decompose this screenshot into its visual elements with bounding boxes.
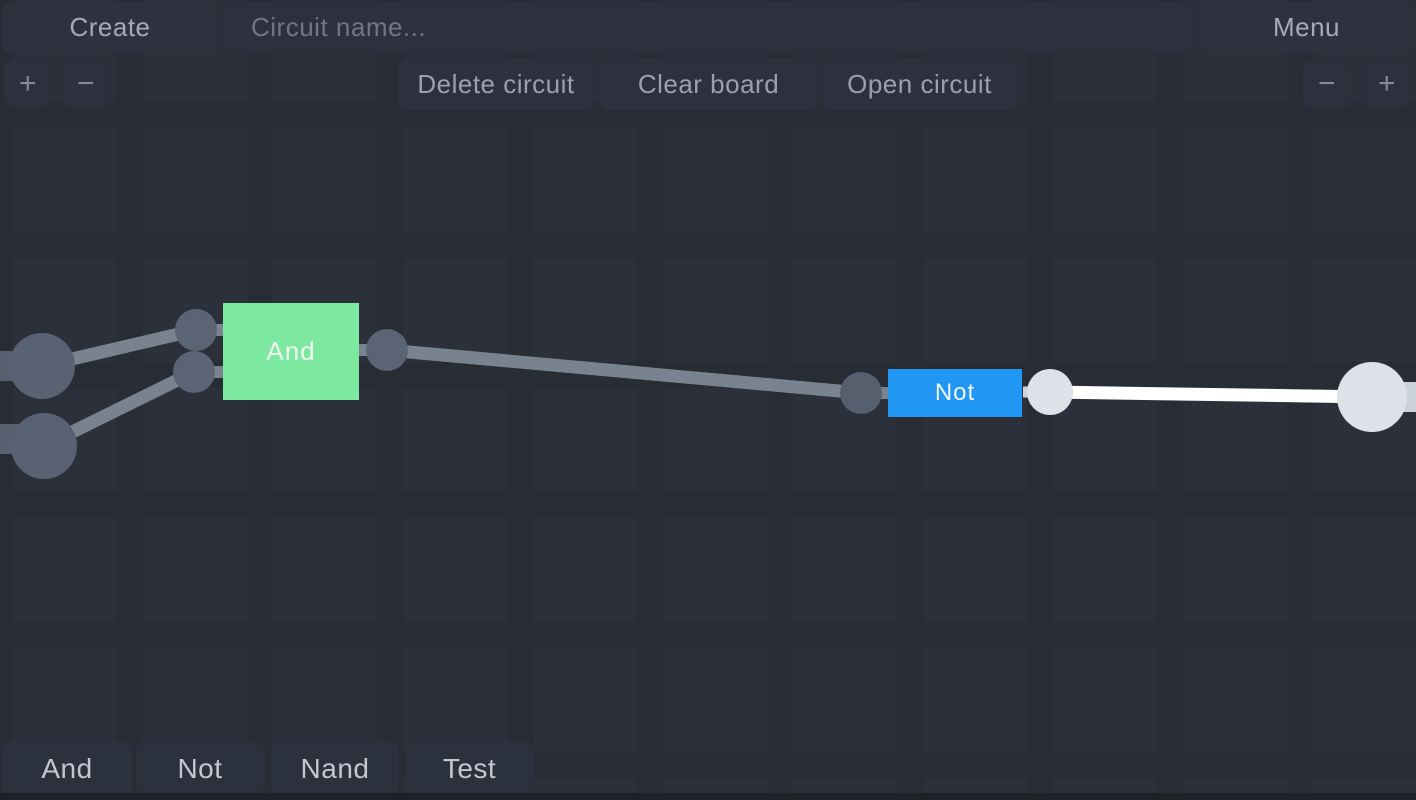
- circuit-name-input[interactable]: [225, 2, 1196, 53]
- bottom-edge-strip: [0, 793, 1416, 800]
- zoom-in-button-right[interactable]: +: [1362, 60, 1412, 108]
- wire: [386, 343, 862, 400]
- not-output-node[interactable]: [1027, 369, 1073, 415]
- create-button[interactable]: Create: [2, 2, 218, 53]
- input-node-large[interactable]: [9, 333, 75, 399]
- output-node-large[interactable]: [1337, 362, 1407, 432]
- palette-item-not[interactable]: Not: [136, 741, 264, 797]
- palette-item-nand[interactable]: Nand: [271, 741, 399, 797]
- gate-and[interactable]: And: [223, 303, 359, 400]
- and-output-node[interactable]: [366, 329, 408, 371]
- palette-item-test[interactable]: Test: [405, 741, 534, 797]
- and-input-node[interactable]: [175, 309, 217, 351]
- zoom-out-button-right[interactable]: −: [1303, 60, 1351, 108]
- zoom-in-button-left[interactable]: +: [4, 59, 52, 108]
- delete-circuit-button[interactable]: Delete circuit: [398, 58, 594, 110]
- not-input-node[interactable]: [840, 372, 882, 414]
- wire-active: [1049, 385, 1373, 404]
- menu-button[interactable]: Menu: [1200, 2, 1413, 53]
- palette-item-and[interactable]: And: [2, 741, 132, 797]
- and-input-node[interactable]: [173, 351, 215, 393]
- zoom-out-button-left[interactable]: −: [62, 59, 110, 108]
- gate-not[interactable]: Not: [888, 369, 1022, 417]
- input-node-large[interactable]: [11, 413, 77, 479]
- open-circuit-button[interactable]: Open circuit: [820, 58, 1019, 110]
- clear-board-button[interactable]: Clear board: [600, 58, 817, 110]
